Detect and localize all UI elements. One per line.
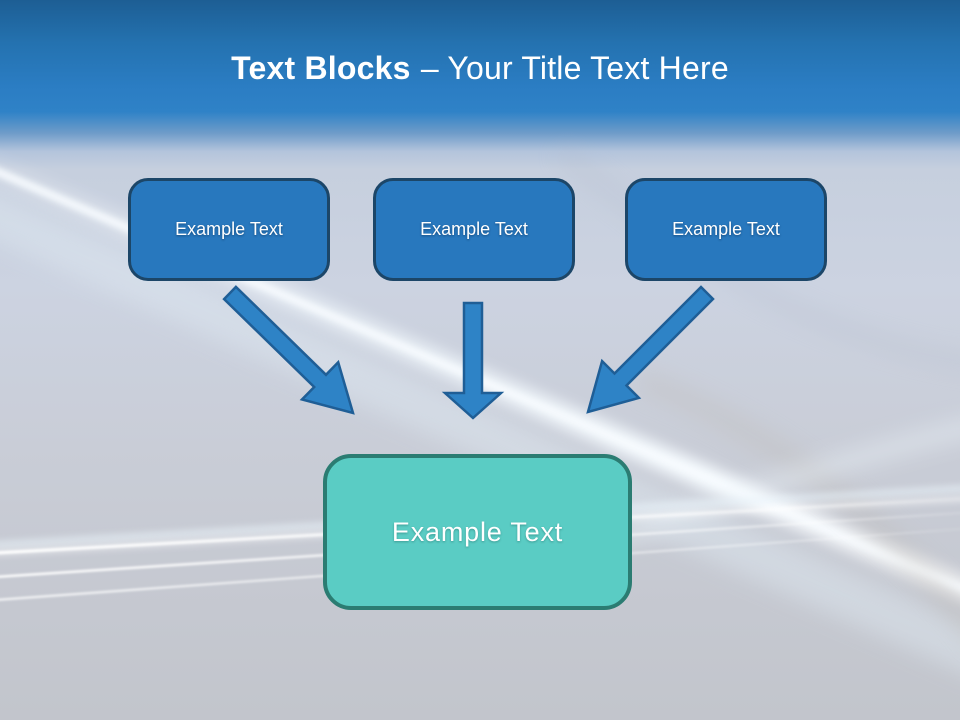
slide-title: Text Blocks– Your Title Text Here [0, 50, 960, 87]
arrow-down-right-icon [222, 285, 355, 415]
text-block-1: Example Text [128, 178, 330, 281]
text-block-result-label: Example Text [391, 516, 564, 547]
slide-title-rest: – Your Title Text Here [420, 50, 729, 86]
text-block-3-label: Example Text [672, 219, 780, 239]
text-block-2: Example Text [373, 178, 575, 281]
slide-title-bold: Text Blocks [231, 50, 411, 86]
arrow-down-left-icon [586, 285, 715, 414]
text-block-2-label: Example Text [420, 219, 528, 239]
arrow-down-icon [441, 301, 505, 420]
text-block-3: Example Text [625, 178, 827, 281]
text-block-1-label: Example Text [175, 219, 283, 239]
text-block-result: Example Text [323, 454, 632, 610]
